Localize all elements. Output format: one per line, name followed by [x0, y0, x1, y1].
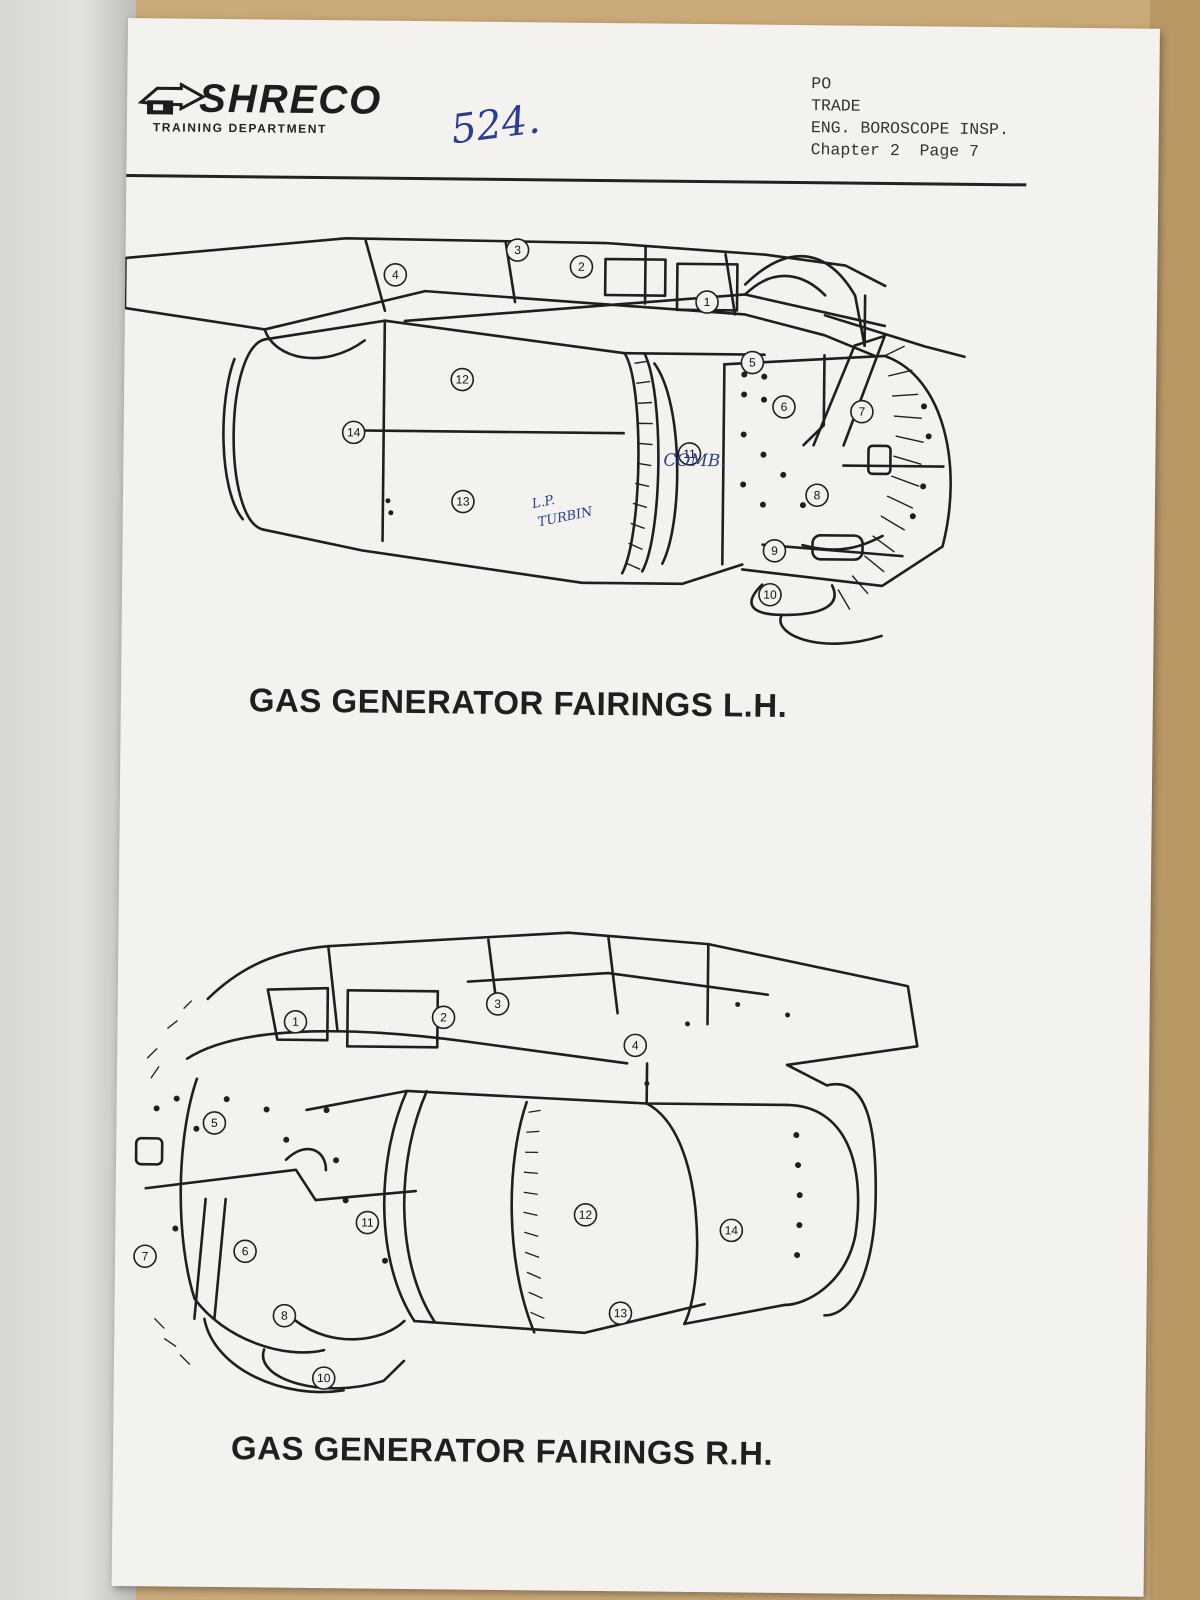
callout-rh-7: 7: [142, 1249, 149, 1263]
callout-rh-13: 13: [614, 1306, 628, 1320]
callouts-lh: 1 2 3 4 5 6 7 8 9 10 11 12 13 14: [341, 238, 874, 607]
callout-rh-14: 14: [725, 1223, 739, 1237]
callout-lh-4: 4: [392, 268, 399, 282]
document-reference: PO TRADE ENG. BOROSCOPE INSP. Chapter 2 …: [811, 73, 1010, 163]
logo-wordmark: SHRECO: [198, 76, 383, 123]
handwritten-lp-note: L.P.: [530, 493, 557, 512]
engine-diagram-rh: 1 2 3 4 5 6 7 8 10 11 12 13 14: [133, 931, 919, 1394]
callout-lh-11: 11: [683, 447, 696, 461]
callout-lh-1: 1: [704, 295, 711, 309]
handwritten-comb-note: COMB.: [663, 451, 725, 472]
engine-diagram-lh: 1 2 3 4 5 6 7 8 9 10 11 12 13 14 COMB. L…: [123, 236, 966, 645]
callout-rh-6: 6: [242, 1244, 249, 1258]
callout-rh-4: 4: [632, 1038, 639, 1052]
caption-lh: GAS GENERATOR FAIRINGS L.H.: [248, 681, 788, 724]
callout-lh-10: 10: [763, 588, 777, 602]
handwritten-page-number: 524.: [448, 96, 543, 154]
ref-line-4: Chapter 2 Page 7: [810, 140, 980, 161]
callout-rh-8: 8: [281, 1309, 288, 1323]
callout-lh-14: 14: [347, 425, 361, 439]
ref-line-1: PO: [811, 74, 832, 94]
company-logo: SHRECO TRAINING DEPARTMENT: [133, 76, 383, 149]
ref-line-2: TRADE: [811, 96, 861, 116]
callout-lh-12: 12: [455, 372, 469, 386]
callout-rh-2: 2: [440, 1010, 447, 1024]
callout-lh-3: 3: [514, 243, 521, 257]
callout-lh-5: 5: [749, 356, 756, 370]
manual-page: SHRECO TRAINING DEPARTMENT 524. PO TRADE…: [111, 18, 1160, 1597]
callout-rh-1: 1: [292, 1015, 299, 1029]
callout-rh-11: 11: [361, 1216, 374, 1230]
arrow-logo-icon: [137, 82, 207, 115]
callout-rh-3: 3: [494, 997, 501, 1011]
callouts-rh: 1 2 3 4 5 6 7 8 10 11 12 13 14: [133, 992, 744, 1390]
callout-rh-10: 10: [317, 1371, 331, 1385]
callout-rh-5: 5: [211, 1116, 218, 1130]
callout-lh-6: 6: [781, 400, 788, 414]
callout-lh-9: 9: [771, 544, 778, 558]
callout-lh-8: 8: [814, 488, 821, 502]
caption-rh: GAS GENERATOR FAIRINGS R.H.: [230, 1429, 774, 1472]
ref-line-3: ENG. BOROSCOPE INSP.: [810, 118, 1010, 140]
logo-department: TRAINING DEPARTMENT: [152, 120, 328, 137]
callout-lh-13: 13: [456, 494, 470, 508]
callout-lh-7: 7: [859, 405, 866, 419]
header-rule: [126, 173, 1027, 187]
callout-rh-12: 12: [579, 1208, 593, 1222]
callout-lh-2: 2: [578, 260, 585, 274]
